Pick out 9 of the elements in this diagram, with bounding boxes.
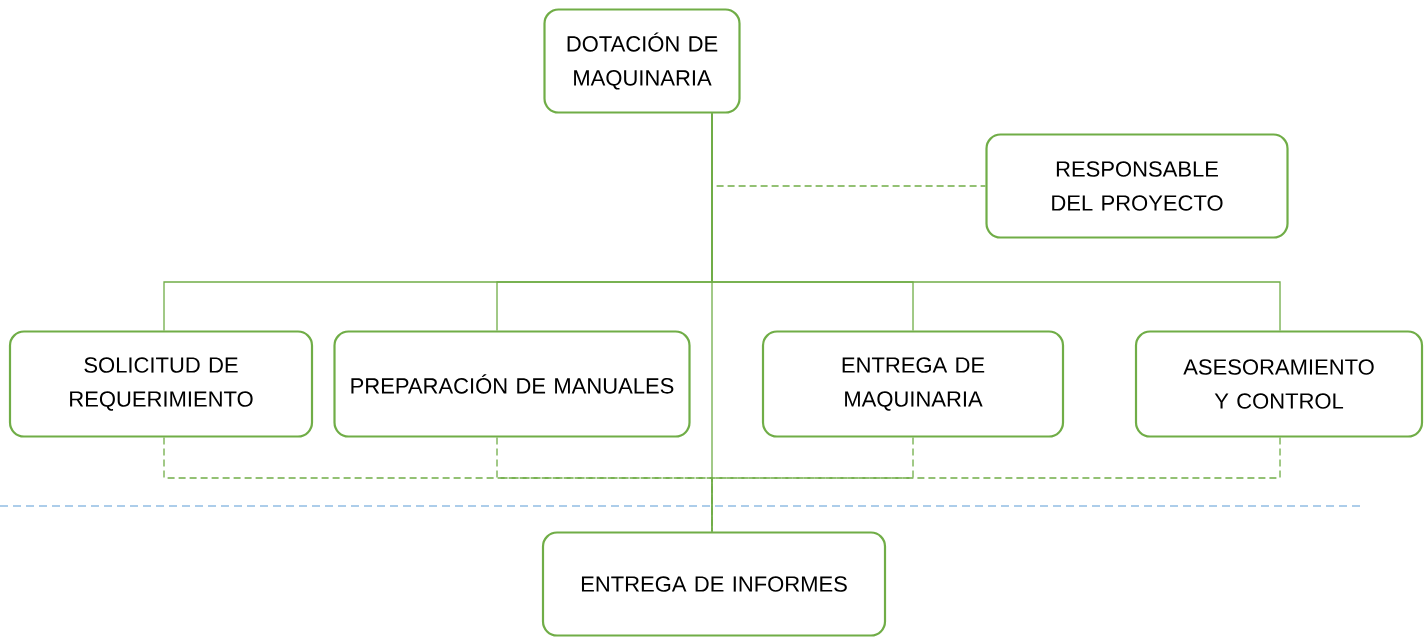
process-box: DOTACIÓN DE MAQUINARIA bbox=[543, 8, 741, 114]
dashed-connector bbox=[711, 436, 914, 533]
process-box: ENTREGA DE MAQUINARIA bbox=[761, 330, 1065, 438]
process-box: ENTREGA DE INFORMES bbox=[541, 531, 887, 637]
process-box: RESPONSABLE DEL PROYECTO bbox=[985, 133, 1289, 239]
dashed-connector bbox=[711, 436, 1281, 533]
process-box: SOLICITUD DE REQUERIMIENTO bbox=[8, 330, 314, 438]
process-box: ASESORAMIENTO Y CONTROL bbox=[1134, 330, 1424, 438]
process-box: PREPARACIÓN DE MANUALES bbox=[333, 330, 691, 438]
